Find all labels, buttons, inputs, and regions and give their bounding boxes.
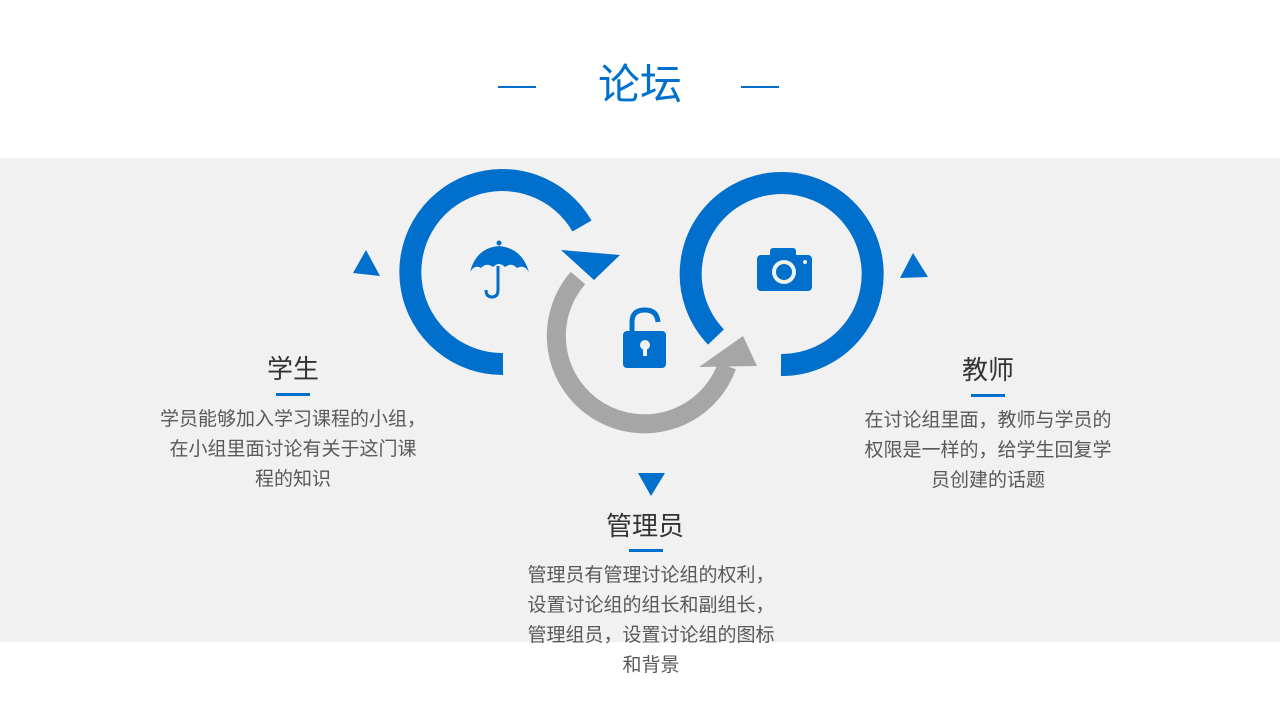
triangle-bottom (638, 473, 665, 496)
left-arc-arrowhead (561, 250, 620, 280)
admin-block: 管理员 管理员有管理讨论组的权利， 设置讨论组的组长和副组长， 管理组员，设置讨… (491, 510, 811, 680)
admin-desc-line: 设置讨论组的组长和副组长， (527, 594, 775, 616)
right-arc (679, 172, 884, 377)
admin-desc-line: 管理组员，设置讨论组的图标 (527, 624, 775, 646)
teacher-underline (971, 394, 1005, 397)
content-band (0, 158, 1280, 642)
student-desc-line: 程的知识 (254, 468, 331, 490)
title-dash-left (498, 86, 536, 88)
student-desc-line: 在小组里面讨论有关于这门课 (169, 438, 417, 460)
admin-desc-line: 管理员有管理讨论组的权利， (527, 564, 775, 586)
teacher-desc-line: 员创建的话题 (930, 469, 1045, 491)
admin-desc-line: 和背景 (622, 654, 680, 676)
student-desc-line: 学员能够加入学习课程的小组， (159, 408, 426, 430)
triangle-left (353, 250, 380, 276)
admin-heading: 管理员 (605, 512, 684, 542)
center-arc-arrowhead (699, 336, 757, 367)
admin-underline (629, 549, 663, 552)
student-block: 学生 学员能够加入学习课程的小组， 在小组里面讨论有关于这门课 程的知识 (133, 353, 453, 494)
teacher-desc-line: 权限是一样的，给学生回复学 (864, 439, 1112, 461)
left-arc (399, 169, 592, 376)
umbrella-icon (470, 240, 529, 299)
triangle-right (900, 253, 928, 278)
title-dash-right (741, 86, 779, 88)
lock-open-icon (623, 307, 666, 368)
center-arc (546, 271, 736, 434)
teacher-heading: 教师 (961, 356, 1014, 386)
teacher-desc-line: 在讨论组里面，教师与学员的 (864, 409, 1112, 431)
teacher-block: 教师 在讨论组里面，教师与学员的 权限是一样的，给学生回复学 员创建的话题 (828, 354, 1148, 495)
page-title: 论坛 (597, 60, 682, 109)
student-heading: 学生 (266, 355, 319, 385)
student-underline (276, 393, 310, 396)
camera-icon (757, 248, 812, 291)
